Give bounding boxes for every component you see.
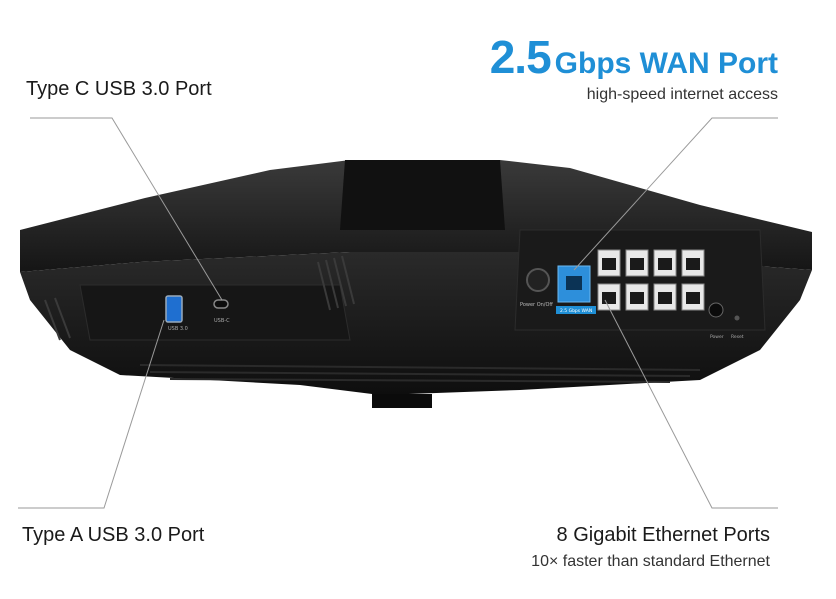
power-in-marking: Power: [710, 334, 724, 340]
reset-hole: [734, 315, 740, 321]
callout-type-a: [18, 319, 165, 509]
callout-ethernet: [604, 299, 778, 509]
callout-lines: [18, 117, 778, 509]
type-c-label: Type C USB 3.0 Port: [26, 78, 212, 100]
type-a-label: Type A USB 3.0 Port: [22, 524, 205, 546]
right-port-panel: [514, 229, 766, 331]
dc-power-jack: [708, 302, 724, 318]
left-port-panel: [79, 284, 351, 341]
wan-number: 2.5: [489, 31, 552, 83]
left-vents: [44, 255, 355, 341]
router-center-fin: [340, 160, 505, 230]
callout-type-c: [30, 117, 223, 301]
wan-unit: Gbps WAN Port: [554, 47, 778, 80]
wan-subtitle: high-speed internet access: [586, 86, 778, 103]
ethernet-callout: 8 Gigabit Ethernet Ports 10× faster than…: [531, 524, 770, 571]
wan-tag: [556, 306, 596, 314]
wan-tag-text: 2.5 Gbps WAN: [560, 308, 592, 314]
power-marking: Power On/Off: [520, 302, 553, 308]
wan-port-jack: [566, 276, 582, 290]
usbc-marking: USB-C: [214, 318, 230, 324]
callout-wan: [573, 117, 778, 271]
usb-a-port: [165, 295, 183, 323]
reset-marking: Reset: [731, 334, 744, 340]
front-foot: [372, 394, 432, 408]
usb-c-port: [213, 299, 229, 309]
usb3-marking: USB 3.0: [168, 326, 188, 332]
ethernet-subtitle: 10× faster than standard Ethernet: [531, 553, 770, 570]
power-button: [526, 268, 550, 292]
ethernet-heading: 8 Gigabit Ethernet Ports: [556, 524, 770, 546]
front-grille: [139, 364, 701, 383]
